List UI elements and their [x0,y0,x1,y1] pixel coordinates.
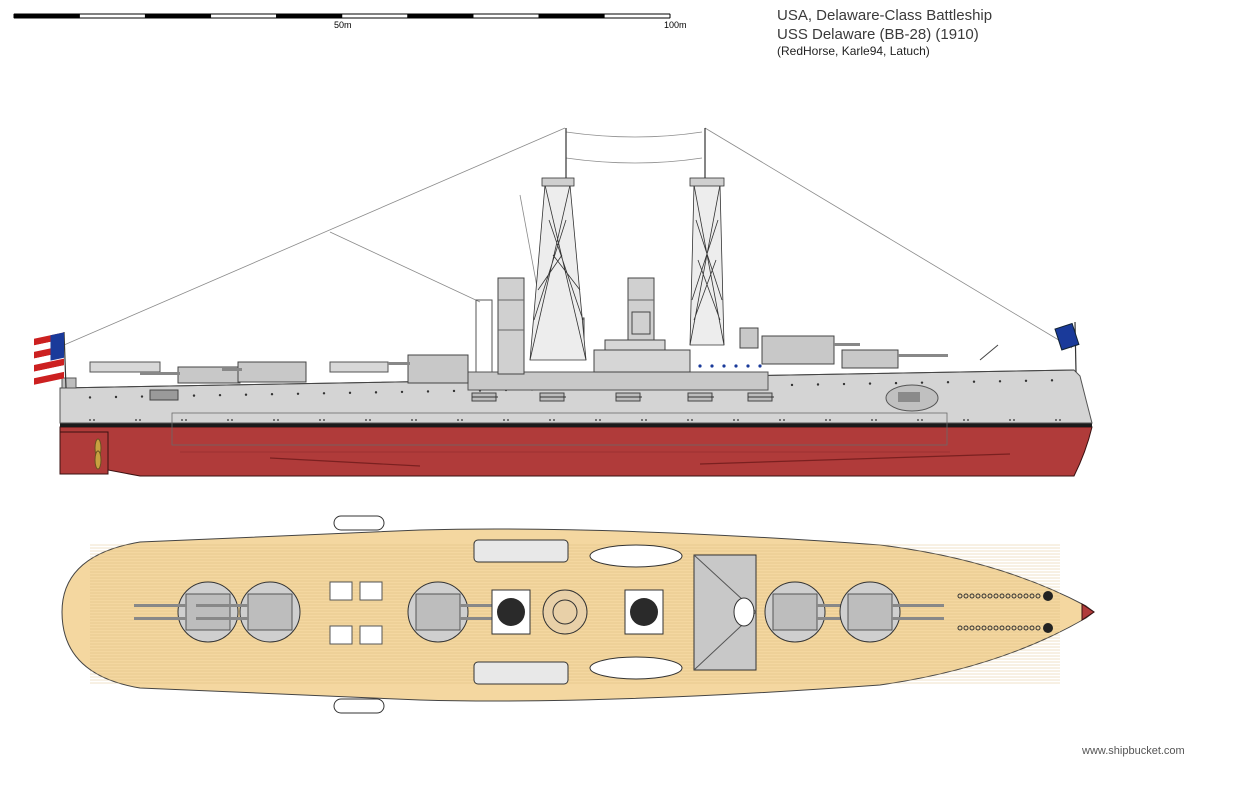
rigging [63,127,1073,349]
aft-boat-deck [89,361,161,373]
cage-mast-aft [529,128,587,361]
turret-aft-2 [222,361,307,383]
funnel-top-aft [491,589,531,635]
bridge [739,327,759,349]
scale-label-100m: 100m [664,20,687,30]
scale-bar [13,13,671,19]
cage-mast-fwd [689,128,725,346]
boat-aft-port [333,698,385,714]
credits: (RedHorse, Karle94, Latuch) [777,44,930,58]
deck-boats [473,539,683,685]
portholes [88,364,1061,421]
casemate-deck [467,371,769,391]
title-block: USA, Delaware-Class Battleship USS Delaw… [777,6,992,59]
armor-belt [171,412,948,446]
hull-side [59,369,1093,424]
main-turrets-plan [134,581,944,643]
flag-bow-icon [1054,322,1080,351]
turret-fwd-2 [841,349,948,369]
funnel-fwd [627,277,655,349]
mast-top-aft [542,589,588,635]
ship-plan-view [61,515,1095,714]
aft-boat-deck-2 [329,361,389,373]
casemate-guns [471,392,774,402]
hatch-grids [329,581,383,645]
propeller-icon [94,438,102,470]
scale-label-50m: 50m [334,20,352,30]
funnel-top-fwd [624,589,664,635]
funnel-aft [497,277,525,375]
bow-point [1081,603,1095,621]
flag-stern-icon [34,332,64,385]
turret-fwd-1 [761,335,860,365]
midship-superstructure [593,349,691,373]
ship-profile-view [34,127,1093,477]
turret-midship [388,354,469,384]
conning-area [693,554,757,671]
stern-walk [61,377,77,389]
bilge-keel-lines [180,451,1011,467]
boot-topping [60,423,1092,427]
title-ship: USS Delaware (BB-28) (1910) [777,26,979,43]
title-class: USA, Delaware-Class Battleship [777,7,993,24]
watermark: www.shipbucket.com [1082,745,1185,757]
hull-antifouling [59,426,1093,477]
boat-aft-starboard [333,515,385,531]
anchor-chain [957,591,1053,633]
